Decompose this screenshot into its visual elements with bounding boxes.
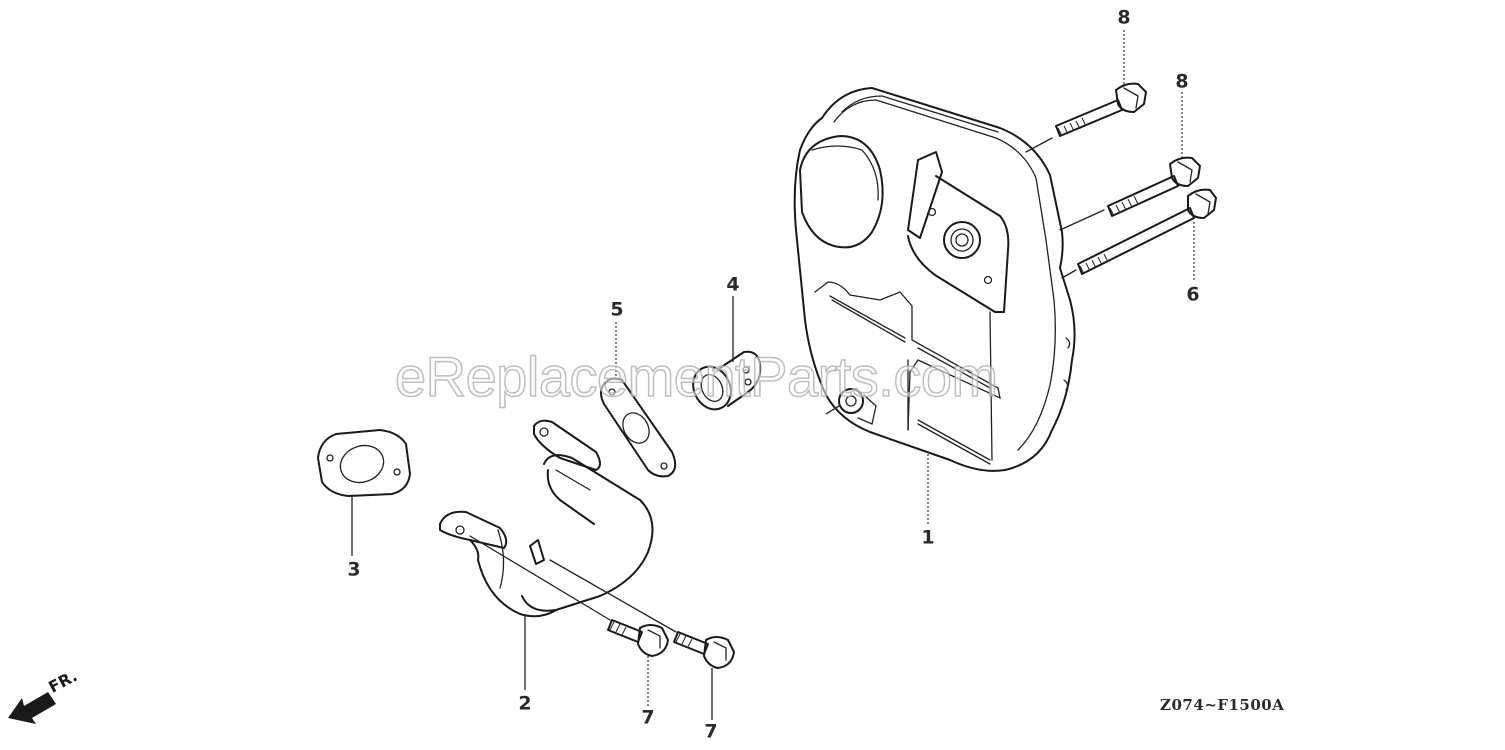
callout-3[interactable]: 3 [347, 558, 361, 581]
callout-5[interactable]: 5 [610, 298, 624, 321]
bolt-7-right[interactable] [673, 631, 735, 669]
callout-6[interactable]: 6 [1186, 283, 1200, 306]
exhaust-pipe[interactable] [439, 419, 654, 618]
front-direction-arrow-icon [8, 692, 56, 724]
bolt-7-left[interactable] [607, 619, 669, 657]
callout-2[interactable]: 2 [518, 692, 532, 715]
callout-8-upper[interactable]: 8 [1117, 6, 1131, 29]
bolt-6-long[interactable] [1077, 188, 1217, 275]
diagram-code: Z074~F1500A [1160, 696, 1285, 714]
bolt-8-lower[interactable] [1107, 156, 1201, 217]
bolt-8-upper[interactable] [1055, 82, 1147, 137]
callout-4[interactable]: 4 [726, 273, 740, 296]
muffler-body[interactable] [793, 87, 1076, 472]
callout-7-left[interactable]: 7 [641, 706, 655, 729]
exhaust-flange-gasket[interactable] [317, 429, 411, 497]
callout-8-lower[interactable]: 8 [1175, 70, 1189, 93]
spark-arrester-collar[interactable] [686, 350, 762, 416]
muffler-gasket[interactable] [600, 377, 677, 478]
callout-1[interactable]: 1 [921, 526, 935, 549]
callout-7-right[interactable]: 7 [704, 720, 718, 743]
